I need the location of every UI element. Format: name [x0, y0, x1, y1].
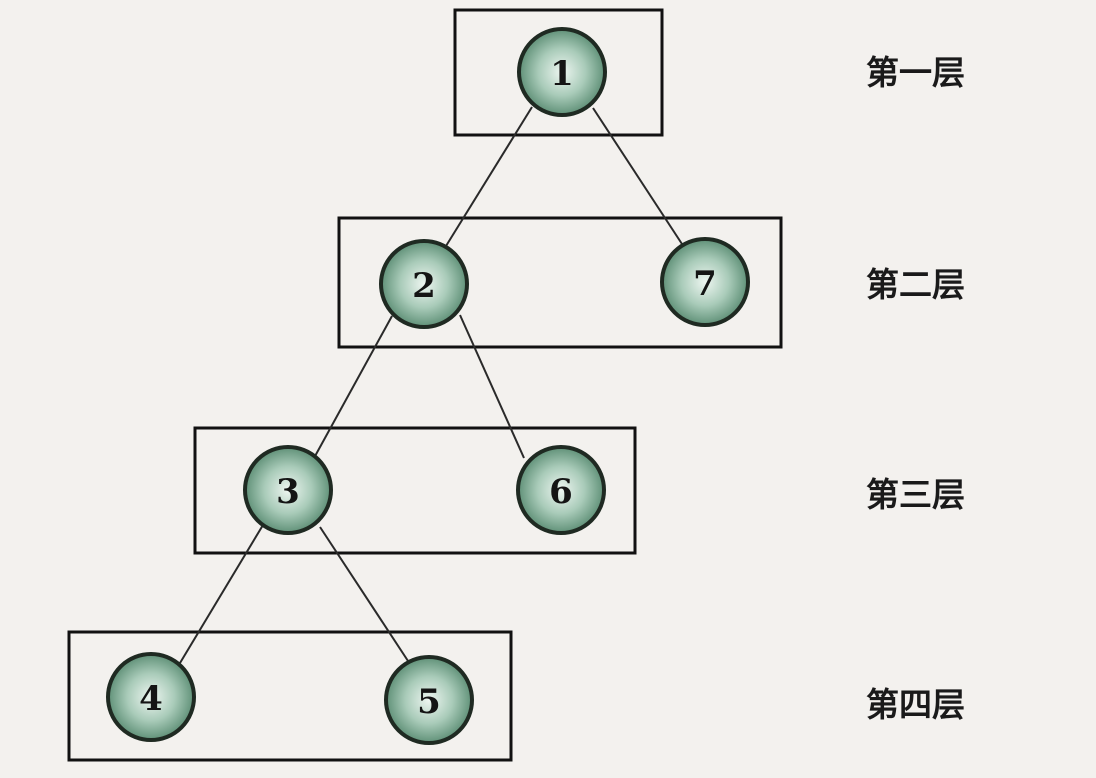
node-label: 6 — [549, 472, 573, 512]
node-circle — [379, 239, 469, 329]
edge-3-5 — [319, 526, 411, 665]
level-frame-2 — [337, 216, 783, 349]
edge-1-7 — [592, 107, 683, 245]
tree-node: 4 — [106, 652, 196, 742]
node-circle — [660, 237, 750, 327]
level-label: 第二层 — [866, 265, 965, 304]
tree-node: 1 — [517, 27, 607, 117]
edge-2-6 — [459, 314, 525, 459]
edge-2-3 — [313, 315, 393, 459]
tree-node: 2 — [379, 239, 469, 329]
level-label: 第三层 — [866, 475, 965, 514]
node-circle — [516, 445, 606, 535]
level-frame-3 — [193, 426, 637, 555]
edge-3-4 — [179, 524, 264, 664]
level-frames — [67, 8, 783, 762]
node-label: 5 — [417, 682, 441, 722]
node-label: 4 — [139, 679, 163, 719]
tree-edges — [179, 106, 683, 665]
level-frame-4 — [67, 630, 513, 762]
node-circle — [384, 655, 474, 745]
node-label: 1 — [550, 54, 574, 94]
node-label: 3 — [276, 472, 300, 512]
node-circle — [243, 445, 333, 535]
level-frame-1 — [453, 8, 664, 137]
node-label: 7 — [693, 264, 717, 304]
level-label: 第一层 — [866, 53, 965, 92]
level-labels: 第一层 第二层 第三层 第四层 — [866, 53, 965, 724]
node-circle — [517, 27, 607, 117]
node-circle — [106, 652, 196, 742]
edge-1-2 — [445, 106, 533, 247]
tree-node: 3 — [243, 445, 333, 535]
tree-nodes: 1 2 7 3 6 4 5 — [106, 27, 750, 745]
tree-node: 5 — [384, 655, 474, 745]
tree-node: 7 — [660, 237, 750, 327]
tree-node: 6 — [516, 445, 606, 535]
node-label: 2 — [412, 266, 436, 306]
level-label: 第四层 — [866, 685, 965, 724]
